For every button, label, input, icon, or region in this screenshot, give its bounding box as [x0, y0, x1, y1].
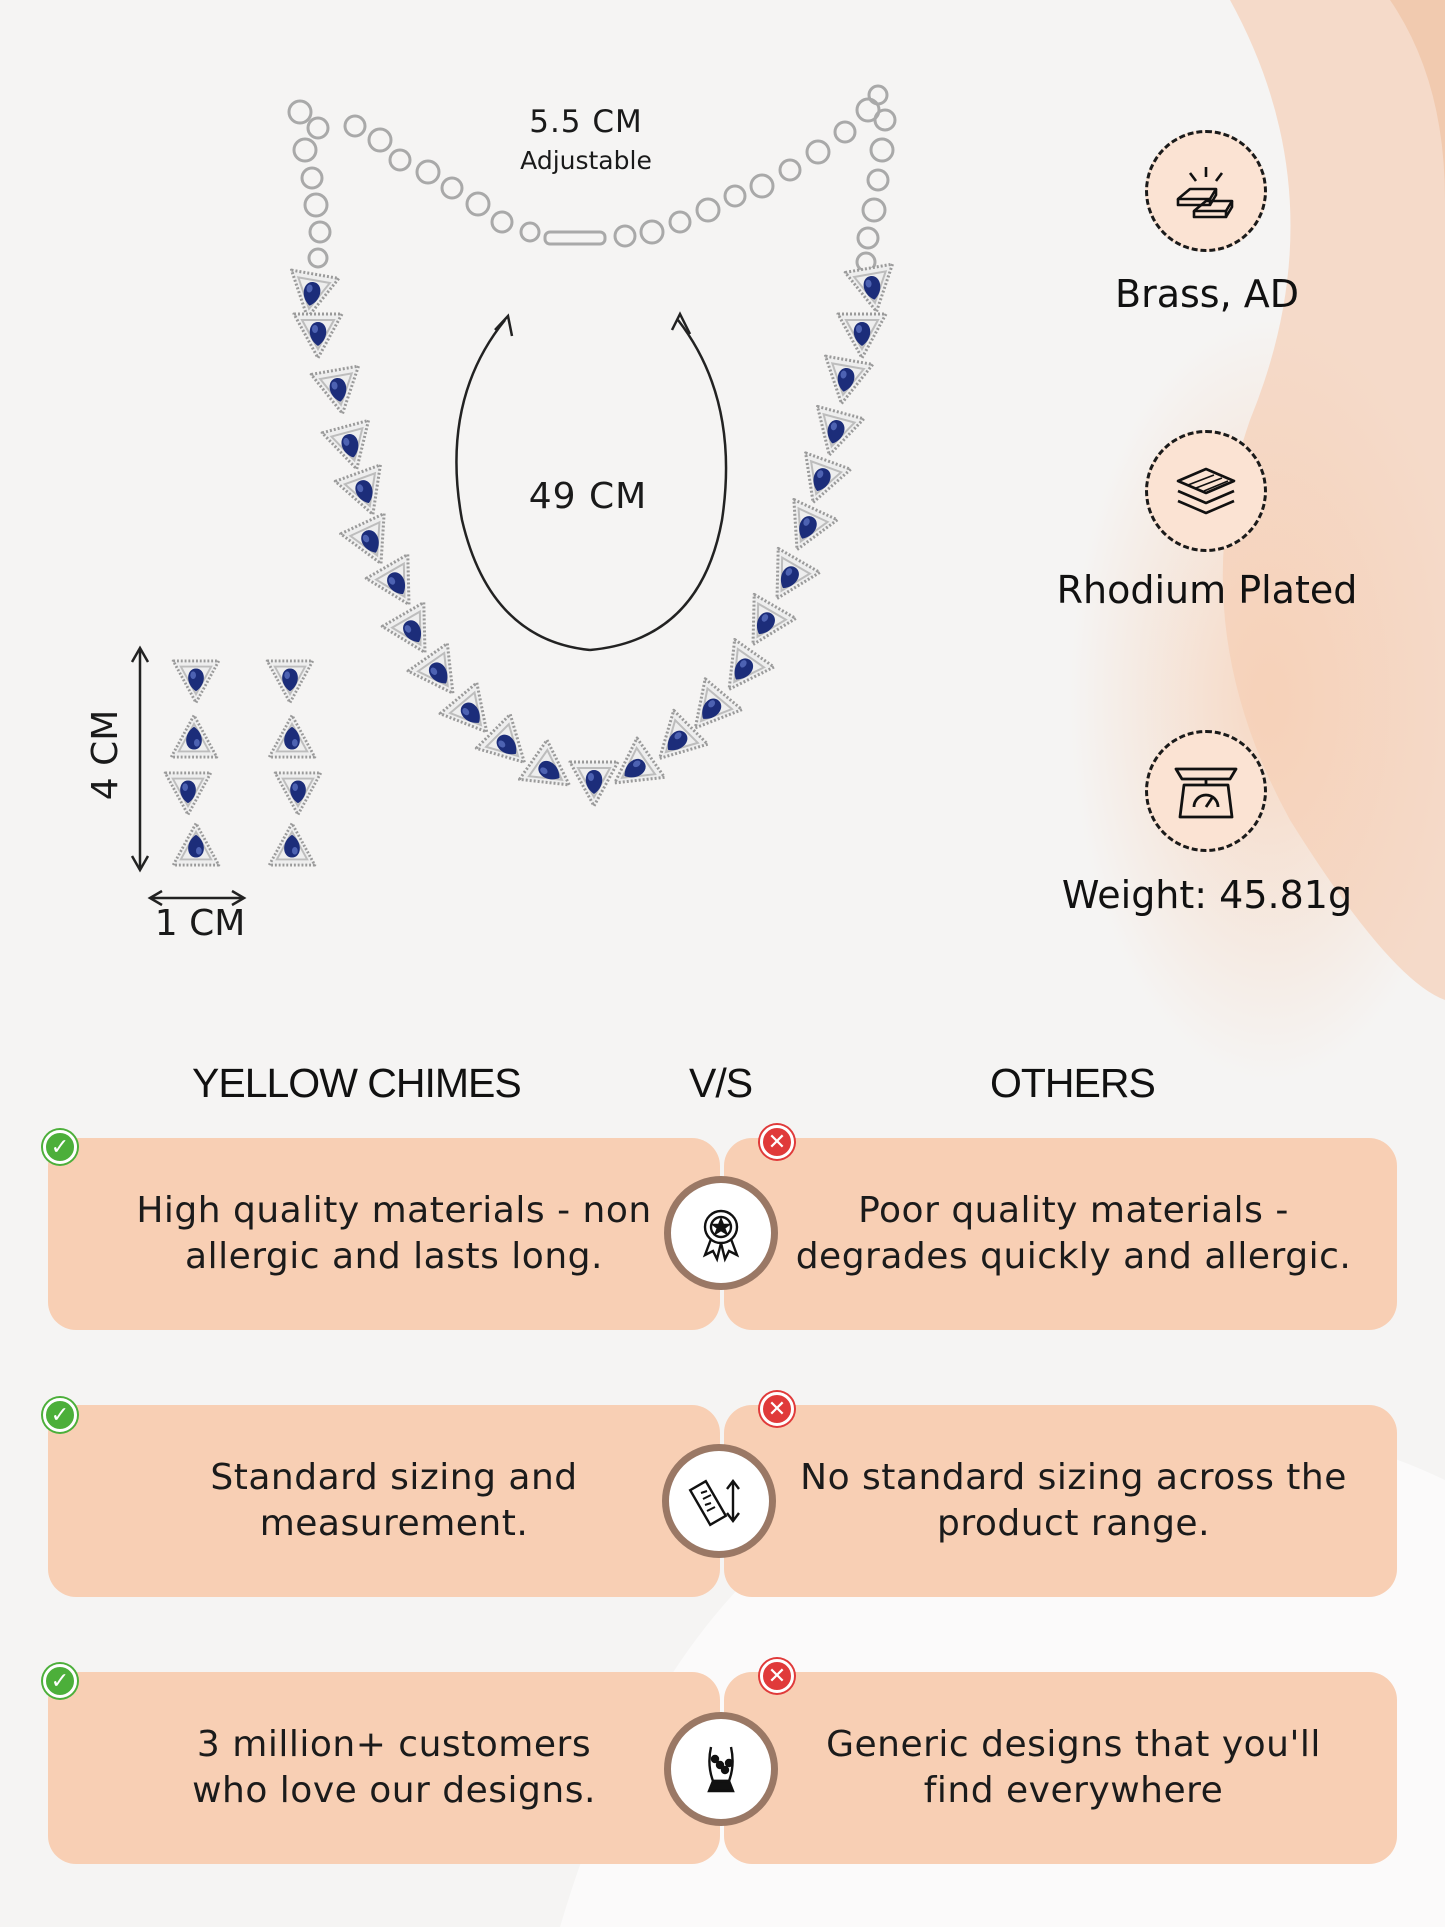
check-icon: ✓: [43, 1398, 77, 1432]
brand-benefit-text: Standard sizing and measurement.: [210, 1457, 578, 1544]
gem-link: [751, 592, 798, 647]
gem-link: [339, 512, 386, 566]
cross-icon: ✕: [760, 1659, 794, 1693]
quality-badge-icon: [664, 1176, 778, 1290]
gem-link: [163, 771, 213, 817]
others-drawback-quality: Poor quality materials - degrades quickl…: [724, 1138, 1397, 1330]
gem-link: [775, 546, 822, 601]
gem-link: [364, 552, 411, 607]
gem-link: [267, 821, 317, 867]
gem-link: [815, 404, 866, 457]
gem-link: [823, 354, 875, 406]
check-icon: ✓: [43, 1664, 77, 1698]
others-drawback-text: Generic designs that you'll find everywh…: [826, 1724, 1321, 1811]
gem-link: [292, 312, 344, 360]
earring-height-label: 4 CM: [85, 709, 126, 801]
others-drawback-text: Poor quality materials - degrades quickl…: [795, 1190, 1352, 1277]
chain-extension-note: Adjustable: [520, 146, 652, 175]
gem-link: [843, 262, 895, 314]
gem-link: [474, 712, 526, 764]
necklace-length-label: 49 CM: [528, 476, 648, 517]
layers-icon: [1145, 430, 1267, 552]
brand-benefit-sizing: Standard sizing and measurement.: [48, 1405, 720, 1597]
length-arrows: [130, 311, 728, 907]
necklace-gemstones: [289, 262, 895, 808]
gem-link: [267, 713, 317, 759]
brand-benefit-customers: 3 million+ customers who love our design…: [48, 1672, 720, 1864]
chain-extension-label: 5.5 CM Adjustable: [486, 104, 686, 175]
gem-link: [406, 641, 455, 695]
gem-link: [320, 418, 371, 471]
gem-link: [727, 637, 776, 691]
brand-benefit-quality: High quality materials - non allergic an…: [48, 1138, 720, 1330]
ruler-icon: [662, 1444, 776, 1558]
others-drawback-sizing: No standard sizing across the product ra…: [724, 1405, 1397, 1597]
versus-header: V/S: [689, 1060, 753, 1106]
gem-link: [273, 771, 323, 817]
others-column-header: OTHERS: [990, 1060, 1156, 1106]
weighing-scale-icon: [1145, 730, 1267, 852]
gem-link: [289, 268, 341, 320]
gem-link: [333, 463, 382, 516]
gem-link: [658, 708, 710, 760]
others-drawback-text: No standard sizing across the product ra…: [800, 1457, 1347, 1544]
gold-bars-icon: [1145, 130, 1267, 252]
chain-extension-value: 5.5 CM: [529, 104, 643, 140]
cross-icon: ✕: [760, 1125, 794, 1159]
others-drawback-designs: Generic designs that you'll find everywh…: [724, 1672, 1397, 1864]
brand-benefit-text: 3 million+ customers who love our design…: [192, 1724, 596, 1811]
cross-icon: ✕: [760, 1392, 794, 1426]
gem-link: [171, 821, 221, 867]
chain-extension: [287, 84, 897, 273]
gem-link: [265, 659, 315, 705]
brand-benefit-text: High quality materials - non allergic an…: [136, 1190, 652, 1277]
earring-width-label: 1 CM: [154, 903, 246, 944]
spec-material: Brass, AD: [1115, 272, 1299, 316]
earrings: [163, 659, 323, 867]
check-icon: ✓: [43, 1130, 77, 1164]
gem-link: [804, 451, 853, 504]
gem-link: [568, 760, 620, 808]
spec-weight: Weight: 45.81g: [1061, 873, 1353, 917]
gem-link: [517, 738, 571, 787]
spec-plating: Rhodium Plated: [1056, 568, 1358, 612]
gem-link: [380, 600, 427, 655]
brand-column-header: YELLOW CHIMES: [192, 1060, 522, 1106]
gem-link: [309, 364, 361, 416]
jewelry-display-icon: [664, 1712, 778, 1826]
gem-link: [169, 713, 219, 759]
gem-link: [438, 681, 489, 734]
gem-link: [171, 659, 221, 705]
gem-link: [792, 498, 839, 552]
gem-link: [836, 312, 888, 360]
